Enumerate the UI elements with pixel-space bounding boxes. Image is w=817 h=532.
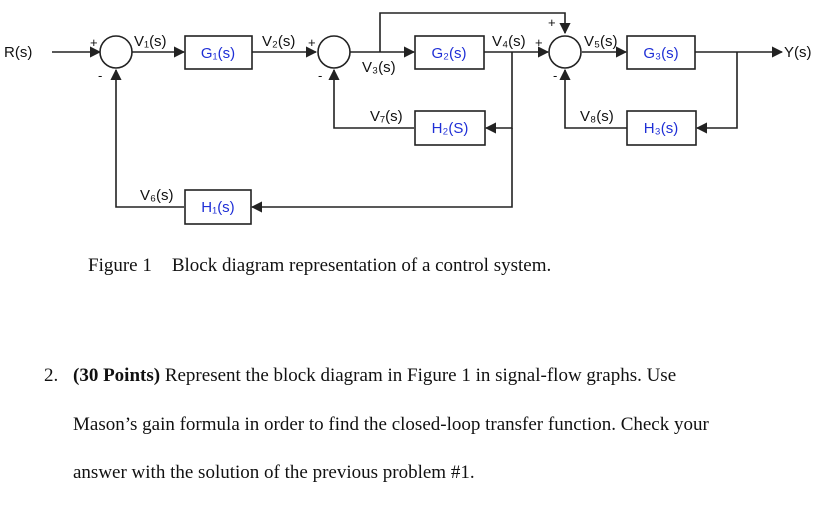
signal-v1-label: V₁(s) <box>134 33 167 50</box>
sum3-minus-sign: - <box>553 68 557 83</box>
block-diagram: G₁(s) G₂(s) G₃(s) H₂(S) H₃(s) H₁(s) R(s)… <box>4 12 812 225</box>
block-h2-label: H₂(S) <box>432 120 469 137</box>
sum1-plus-sign: + <box>90 35 98 50</box>
summing-junction-1 <box>99 35 133 69</box>
wire-h2-to-sum2 <box>328 68 414 129</box>
block-g2 <box>414 35 485 70</box>
wire-h1-to-sum1 <box>110 68 184 208</box>
problem-statement: 2. (30 Points) Represent the block diagr… <box>44 352 744 498</box>
problem-number: 2. <box>44 365 59 386</box>
signal-v6-label: V₆(s) <box>140 187 174 204</box>
signal-v7-label: V₇(s) <box>370 108 403 125</box>
wire-h3-to-sum3 <box>559 68 627 129</box>
signal-v5-label: V₅(s) <box>584 33 618 50</box>
wire-v4-to-h2 <box>484 52 513 134</box>
sum1-minus-sign: - <box>98 68 102 83</box>
block-g3 <box>626 35 696 70</box>
sum3-plus-top-sign: + <box>548 15 556 30</box>
block-h1-label: H₁(s) <box>201 199 234 216</box>
summing-junction-2 <box>317 35 351 69</box>
figure-number: Figure 1 <box>88 255 152 276</box>
figure-caption: Figure 1 Block diagram representation of … <box>88 255 551 277</box>
signal-v4-label: V₄(s) <box>492 33 526 50</box>
wire-v4-to-h1 <box>250 128 513 213</box>
block-g1 <box>184 35 253 70</box>
sum3-plus-left-sign: + <box>535 35 543 50</box>
block-g2-label: G₂(s) <box>432 45 467 62</box>
sum2-minus-sign: - <box>318 68 322 83</box>
signal-v2-label: V₂(s) <box>262 33 295 50</box>
problem-body: Represent the block diagram in Figure 1 … <box>73 365 709 483</box>
figure-caption-text: Block diagram representation of a contro… <box>171 255 552 276</box>
wire-feedforward-v3 <box>379 12 571 52</box>
problem-points: (30 Points) <box>73 365 161 386</box>
signal-v3-label: V₃(s) <box>362 59 396 76</box>
block-h3 <box>626 110 697 146</box>
output-label: Y(s) <box>784 44 812 61</box>
sum2-plus-sign: + <box>308 35 316 50</box>
summing-junction-3 <box>548 35 582 69</box>
block-h3-label: H₃(s) <box>644 120 678 137</box>
wire-y-to-h3 <box>695 52 738 134</box>
block-h1 <box>184 189 252 225</box>
block-g3-label: G₃(s) <box>643 45 678 62</box>
input-label: R(s) <box>4 44 32 61</box>
signal-v8-label: V₈(s) <box>580 108 614 125</box>
block-g1-label: G₁(s) <box>201 45 235 62</box>
problem-text: (30 Points) Represent the block diagram … <box>73 352 744 498</box>
block-h2 <box>414 110 486 146</box>
